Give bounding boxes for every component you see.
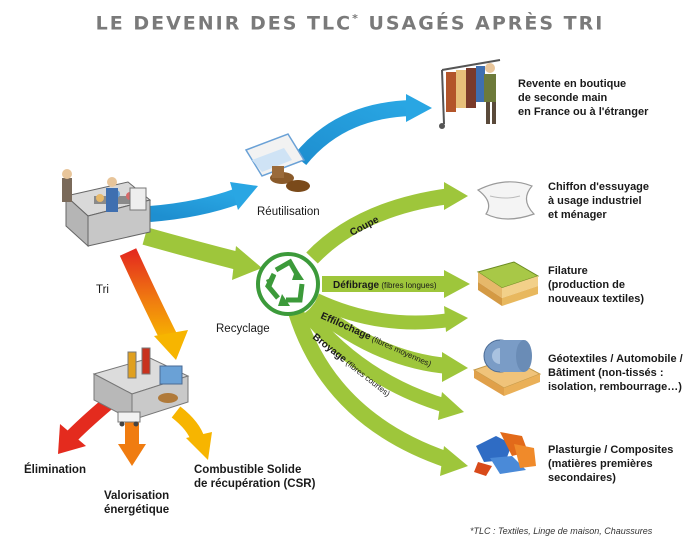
arrowhead-energie [154, 330, 188, 360]
arrowhead-reutilisation [230, 182, 258, 210]
arrow-effilochage-down [300, 307, 449, 413]
plastic-pellets-icon [474, 432, 536, 476]
sorting-station-icon [62, 169, 152, 248]
node-tri: Tri [96, 284, 109, 296]
arrow-coupe [306, 188, 452, 264]
energy-plant-icon [92, 347, 190, 427]
arrow-broyage [288, 309, 451, 468]
arrow-tri-to-energie [119, 248, 179, 345]
arrow-reutilisation-to-revente [293, 100, 413, 166]
arrowhead-csr [186, 432, 212, 460]
node-elimination: Élimination [24, 464, 86, 476]
rag-icon [476, 181, 536, 220]
clothing-rack-icon [439, 59, 501, 129]
node-recyclage: Recyclage [216, 323, 270, 335]
arrow-tri-to-reutilisation [149, 188, 241, 222]
destination-geotextiles: Géotextiles / Automobile /Bâtiment (non-… [548, 353, 683, 393]
arrowhead-revente [406, 94, 432, 122]
arrow-effilochage-up [313, 293, 451, 330]
arrowhead-defibrage [444, 270, 470, 298]
textile-stack-icon [476, 261, 540, 306]
arrowhead-recyclage [232, 246, 262, 280]
arrow-tri-to-recyclage [142, 227, 245, 271]
arrowhead-effilochage-down [438, 392, 464, 420]
arrowhead-elimination [58, 424, 86, 454]
clothes-and-shoes-icon [244, 133, 310, 192]
node-reutilisation: Réutilisation [257, 206, 320, 218]
label-defibrage: Défibrage (fibres longues) [333, 280, 437, 291]
arrowhead-effilochage-up [444, 306, 468, 332]
insulation-roll-icon [472, 339, 542, 396]
page-title: LE DEVENIR DES TLC* USAGÉS APRÈS TRI [95, 12, 605, 35]
destination-plasturgie: Plasturgie / Composites(matières premièr… [548, 444, 674, 484]
arrow-effilochage [306, 299, 449, 374]
arrowhead-coupe [444, 182, 468, 210]
arrow-csr [171, 406, 205, 443]
arrowhead-valorisation [118, 444, 146, 466]
arrowhead-broyage [440, 446, 468, 476]
arrowhead-effilochage [442, 352, 468, 382]
recycle-icon [256, 252, 320, 316]
footnote: *TLC : Textiles, Linge de maison, Chauss… [470, 526, 653, 536]
